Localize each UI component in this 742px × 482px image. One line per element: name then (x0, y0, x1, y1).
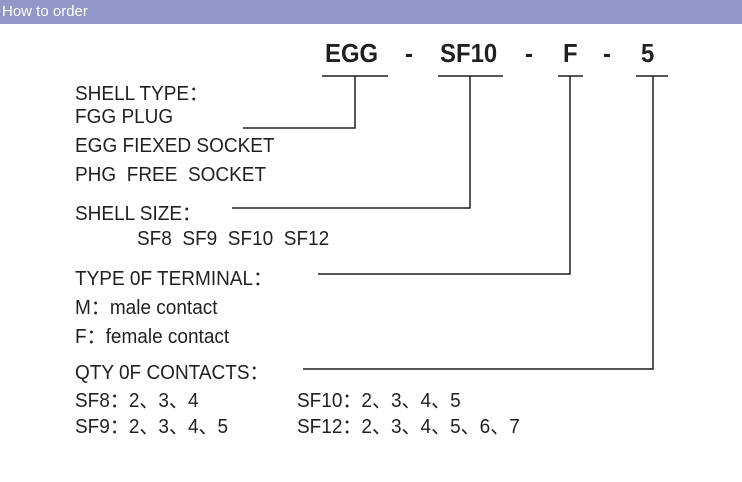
code-terminal: F (563, 38, 578, 68)
code-dash: - (405, 38, 413, 68)
contacts-row: SF8：2、3、4 (75, 390, 199, 412)
contacts-row: SF9：2、3、4、5 (75, 416, 229, 438)
shell-type-label: SHELL TYPE： (75, 83, 209, 105)
code-contacts: 5 (641, 38, 655, 68)
size-connector (232, 75, 503, 209)
shell-size-label: SHELL SIZE： (75, 203, 202, 225)
shell-connector (243, 75, 388, 129)
code-shell: EGG (325, 38, 379, 68)
section-header: How to order (0, 0, 742, 24)
shell-type-option: FGG PLUG (75, 106, 174, 128)
code-dash: - (603, 38, 611, 68)
shell-size-options: SF8 SF9 SF10 SF12 (137, 228, 330, 250)
contacts-connector (303, 75, 668, 370)
terminal-option: M：male contact (75, 297, 218, 319)
shell-type-option: EGG FIEXED SOCKET (75, 135, 275, 157)
contacts-row: SF12：2、3、4、5、6、7 (297, 416, 520, 438)
code-dash: - (525, 38, 533, 68)
terminal-connector (318, 75, 583, 275)
code-size: SF10 (440, 38, 498, 68)
terminal-option: F：female contact (75, 326, 230, 348)
contacts-row: SF10：2、3、4、5 (297, 390, 461, 412)
contacts-label: QTY 0F CONTACTS： (75, 362, 269, 384)
terminal-label: TYPE 0F TERMINAL： (75, 268, 273, 290)
shell-type-option: PHG FREE SOCKET (75, 164, 267, 186)
